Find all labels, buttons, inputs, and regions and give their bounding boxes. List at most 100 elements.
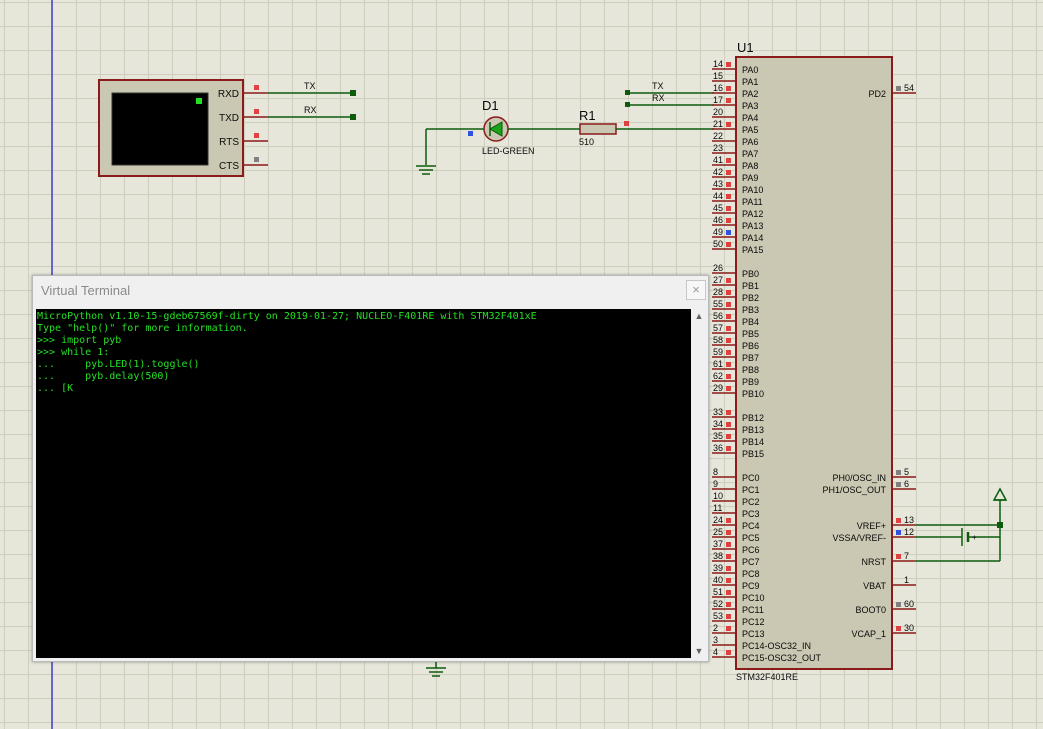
pin-number: 24 — [713, 515, 723, 525]
pin-name: PB14 — [742, 437, 764, 447]
pin-number: 43 — [713, 179, 723, 189]
pin-name: PA6 — [742, 137, 758, 147]
pin-state-icon — [726, 242, 731, 247]
pin-name: PC6 — [742, 545, 760, 555]
pin-state-icon — [726, 122, 731, 127]
pin-name: PC5 — [742, 533, 760, 543]
pin-state-icon — [726, 290, 731, 295]
pin-name: PA10 — [742, 185, 763, 195]
pin-number: 17 — [713, 95, 723, 105]
pin-state-icon — [726, 206, 731, 211]
pin-name: PB10 — [742, 389, 764, 399]
mcu-part-label: STM32F401RE — [736, 672, 798, 682]
wire-end-icon — [350, 114, 356, 120]
pin-name: PA12 — [742, 209, 763, 219]
pin-name: BOOT0 — [855, 605, 886, 615]
pin-state-icon — [726, 578, 731, 583]
terminal-line: Type "help()" for more information. — [37, 323, 248, 334]
pin-number: 53 — [713, 611, 723, 621]
pin-state-icon — [726, 350, 731, 355]
pin-name: PC10 — [742, 593, 765, 603]
net-label-tx: TX — [652, 81, 664, 91]
wire-end-icon — [350, 90, 356, 96]
mcu-body[interactable] — [735, 56, 893, 670]
pin-name: PC1 — [742, 485, 760, 495]
scroll-down-arrow-icon[interactable]: ▼ — [694, 646, 704, 656]
pin-name: PB4 — [742, 317, 759, 327]
pin-number: 7 — [904, 551, 909, 561]
pin-state-icon — [726, 602, 731, 607]
pin-state-icon — [726, 62, 731, 67]
pin-name: PC13 — [742, 629, 765, 639]
pin-name: PC14-OSC32_IN — [742, 641, 811, 651]
pin-number: 26 — [713, 263, 723, 273]
pin-number: 3 — [713, 635, 718, 645]
pin-number: 59 — [713, 347, 723, 357]
terminal-pin-label: RTS — [219, 137, 239, 148]
pin-state-icon — [726, 374, 731, 379]
pin-name: PA15 — [742, 245, 763, 255]
pin-name: PC11 — [742, 605, 764, 615]
window-title: Virtual Terminal — [41, 283, 131, 298]
pin-state-icon — [726, 566, 731, 571]
pin-name: PA1 — [742, 77, 758, 87]
resistor-value-label: 510 — [579, 137, 594, 147]
pin-number: 21 — [713, 119, 723, 129]
pin-number: 23 — [713, 143, 723, 153]
pin-state-icon — [726, 446, 731, 451]
resistor-icon[interactable] — [579, 123, 617, 135]
close-button[interactable]: × — [686, 280, 706, 300]
pin-name: PB5 — [742, 329, 759, 339]
pin-state-icon — [726, 86, 731, 91]
pin-number: 36 — [713, 443, 723, 453]
pin-state-icon — [726, 98, 731, 103]
pin-state-icon — [624, 121, 629, 126]
pin-number: 27 — [713, 275, 723, 285]
pin-number: 61 — [713, 359, 723, 369]
pin-number: 22 — [713, 131, 723, 141]
pin-number: 42 — [713, 167, 723, 177]
pin-state-icon — [726, 230, 731, 235]
terminal-pin-label: TXD — [219, 113, 239, 124]
terminal-line: ... pyb.delay(500) — [37, 371, 170, 382]
pin-number: 14 — [713, 59, 723, 69]
pin-state-icon — [254, 133, 259, 138]
pin-state-icon — [726, 626, 731, 631]
junction-icon — [997, 522, 1003, 528]
terminal-pin-label: RXD — [218, 89, 239, 100]
scroll-up-arrow-icon[interactable]: ▲ — [694, 311, 704, 321]
pin-name: PB12 — [742, 413, 764, 423]
led-triangle-icon — [489, 121, 503, 137]
pin-name: PA7 — [742, 149, 758, 159]
pin-number: 50 — [713, 239, 723, 249]
pin-name: PA13 — [742, 221, 763, 231]
virtual-terminal-window[interactable]: Virtual Terminal × MicroPython v1.10-15-… — [32, 275, 709, 662]
terminal-output[interactable]: MicroPython v1.10-15-gdeb67569f-dirty on… — [36, 309, 691, 658]
pin-number: 13 — [904, 515, 914, 525]
pin-state-icon — [726, 326, 731, 331]
pin-number: 15 — [713, 71, 723, 81]
resistor-ref-label: R1 — [579, 108, 596, 123]
pin-state-icon — [726, 422, 731, 427]
pin-number: 35 — [713, 431, 723, 441]
pin-number: 52 — [713, 599, 723, 609]
pin-state-icon — [726, 410, 731, 415]
pin-name: PA14 — [742, 233, 763, 243]
pin-name: PA0 — [742, 65, 758, 75]
pin-state-icon — [896, 554, 901, 559]
pin-number: 4 — [713, 647, 718, 657]
pin-name: PA4 — [742, 113, 758, 123]
pin-number: 56 — [713, 311, 723, 321]
pin-number: 55 — [713, 299, 723, 309]
pin-name: PC12 — [742, 617, 765, 627]
terminal-screen-icon — [111, 92, 209, 166]
pin-name: PC3 — [742, 509, 760, 519]
pin-number: 33 — [713, 407, 723, 417]
pin-state-icon — [726, 542, 731, 547]
pin-state-icon — [726, 218, 731, 223]
pin-number: 6 — [904, 479, 909, 489]
pin-name: NRST — [862, 557, 887, 567]
vertical-scrollbar[interactable]: ▲ ▼ — [692, 309, 706, 658]
pin-state-icon — [896, 470, 901, 475]
